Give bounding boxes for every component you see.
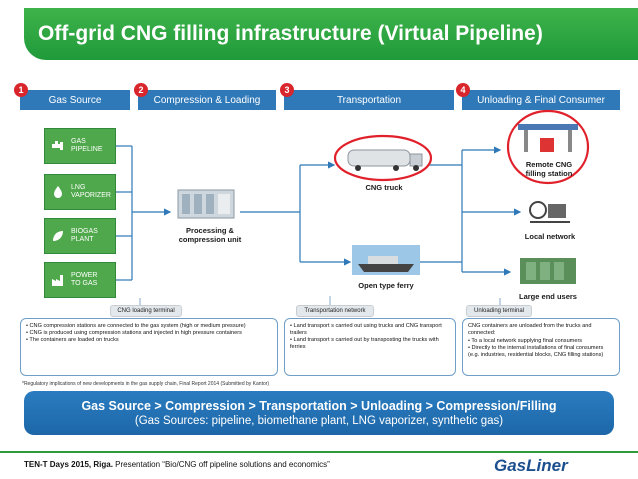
ferry-graphic [352, 245, 420, 275]
stage-number-1: 1 [14, 83, 28, 97]
list-item: Land transport s carried out using truck… [290, 323, 450, 337]
source-biogas-plant: BIOGAS PLANT [44, 218, 116, 254]
label-transportation-network: Transportation network [296, 305, 374, 317]
caption-cng-truck: CNG truck [365, 183, 403, 192]
compression-unit-graphic [177, 189, 235, 219]
source-lng-vaporizer: LNG VAPORIZER [44, 174, 116, 210]
list-item: CNG compression stations are connected t… [26, 323, 272, 330]
caption-local-network: Local network [524, 232, 576, 241]
title-bar: Off-grid CNG filling infrastructure (Vir… [24, 8, 638, 60]
stage-gas-source: Gas Source [20, 90, 130, 110]
section-connectors [139, 296, 501, 305]
source-label: GAS PIPELINE [71, 138, 103, 153]
info-loading: CNG compression stations are connected t… [20, 318, 278, 376]
info-unloading: CNG containers are unloaded from the tru… [462, 318, 620, 376]
stage-compression-loading: Compression & Loading [138, 90, 276, 110]
caption-processing: Processing & compression unit [178, 226, 242, 244]
list-item: CNG is produced using compression statio… [26, 330, 272, 337]
logo-text: GasLiner [494, 456, 569, 475]
list-item: Directly to the internal installations o… [468, 345, 614, 359]
summary-line-2: (Gas Sources: pipeline, biomethane plant… [134, 415, 504, 427]
source-label: LNG VAPORIZER [71, 184, 111, 199]
large-users-graphic [520, 258, 576, 284]
source-label: BIOGAS PLANT [71, 228, 98, 243]
source-connectors [116, 145, 172, 281]
stage-unloading-consumer: Unloading & Final Consumer [462, 90, 620, 110]
local-network-graphic [529, 201, 570, 223]
pipeline-icon [52, 141, 63, 150]
footer-bold: TEN-T Days 2015, Riga. [24, 460, 113, 469]
footer-rest: Presentation “Bio/CNG off pipeline solut… [112, 460, 330, 469]
label-unloading-terminal: Unloading terminal [466, 305, 532, 317]
footer-text: TEN-T Days 2015, Riga. Presentation “Bio… [24, 460, 330, 469]
vaporizer-icon [54, 186, 62, 198]
slide-title: Off-grid CNG filling infrastructure (Vir… [38, 22, 543, 45]
unloading-lead: CNG containers are unloaded from the tru… [468, 323, 592, 336]
label-loading-terminal: CNG loading terminal [110, 305, 182, 317]
caption-remote-station: Remote CNG filling station [525, 160, 573, 178]
stage-transportation: Transportation [284, 90, 454, 110]
gasliner-logo: GasLiner [494, 456, 569, 475]
footnote: *Regulatory implications of new developm… [22, 381, 270, 387]
biogas-icon [53, 231, 63, 241]
info-transport: Land transport s carried out using truck… [284, 318, 456, 376]
cng-truck-graphic [333, 134, 433, 182]
list-item: The containers are loaded on trucks [26, 337, 272, 344]
summary-line-1: Gas Source > Compression > Transportatio… [81, 399, 557, 413]
source-power-to-gas: POWER TO GAS [44, 262, 116, 298]
transport-connectors [240, 146, 522, 276]
stage-number-3: 3 [280, 83, 294, 97]
caption-large-users: Large end users [519, 292, 577, 301]
source-label: POWER TO GAS [71, 272, 98, 287]
factory-icon [52, 275, 63, 286]
stage-number-2: 2 [134, 83, 148, 97]
summary-bar: Gas Source > Compression > Transportatio… [24, 391, 614, 435]
stage-number-4: 4 [456, 83, 470, 97]
list-item: To a local network supplying final consu… [468, 338, 614, 345]
caption-ferry: Open type ferry [358, 281, 414, 290]
bottom-rule [0, 451, 638, 453]
list-item: Land transport s carried out by transpos… [290, 337, 450, 351]
source-gas-pipeline: GAS PIPELINE [44, 128, 116, 164]
